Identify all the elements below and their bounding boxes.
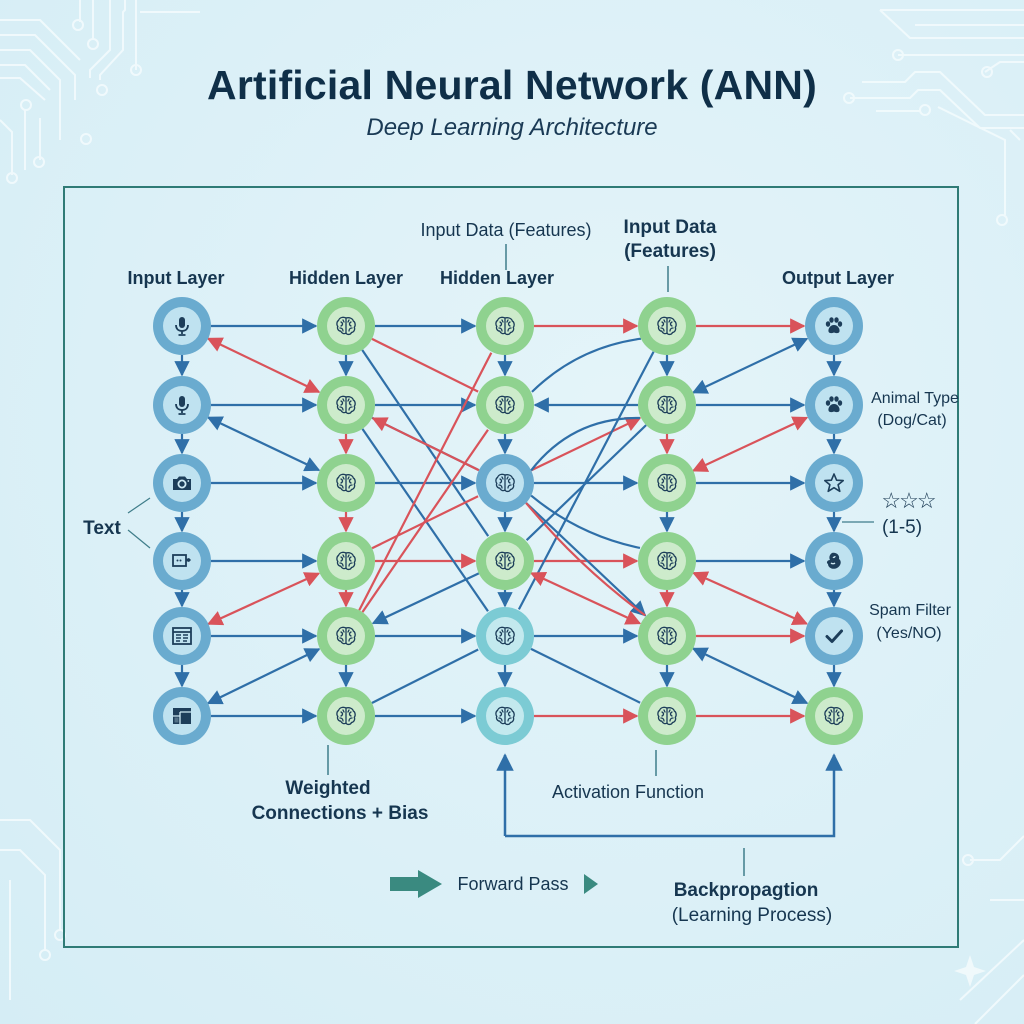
node-inner-disc: [815, 617, 853, 655]
neuron-node-l0-n5[interactable]: [153, 687, 211, 745]
weighted-label-line2: Connections + Bias: [251, 803, 429, 824]
forward-pass-legend: [390, 870, 598, 898]
neuron-node-l1-n4[interactable]: [317, 607, 375, 665]
neuron-node-l0-n1[interactable]: [153, 376, 211, 434]
diagram-frame: [63, 186, 959, 948]
neuron-node-l3-n0[interactable]: [638, 297, 696, 355]
layer-label-hidden-2: Hidden Layer: [439, 268, 555, 288]
spam-filter-label: Spam Filter: [869, 602, 951, 619]
neuron-node-l2-n5[interactable]: [476, 687, 534, 745]
neuron-node-l2-n1[interactable]: [476, 376, 534, 434]
neuron-node-l4-n3[interactable]: [805, 532, 863, 590]
play-triangle-icon: [584, 874, 598, 894]
neuron-node-l4-n5[interactable]: [805, 687, 863, 745]
backward-connection: [206, 572, 321, 626]
forward-connection: [206, 648, 321, 705]
forward-connection: [525, 424, 647, 541]
forward-connection: [691, 647, 809, 705]
page-subtitle: Deep Learning Architecture: [366, 114, 658, 141]
neuron-node-l2-n0[interactable]: [476, 297, 534, 355]
layer-label-hidden-1: Hidden Layer: [288, 268, 404, 288]
text-label: Text: [83, 518, 121, 539]
animal-type-sub-label: (Dog/Cat): [877, 412, 947, 429]
neuron-node-l4-n1[interactable]: [805, 376, 863, 434]
neuron-node-l1-n0[interactable]: [317, 297, 375, 355]
animal-type-label: Animal Type: [871, 390, 959, 407]
backprop-label-line2: (Learning Process): [671, 905, 833, 926]
forward-connection: [206, 416, 321, 472]
node-inner-disc: [815, 464, 853, 502]
weighted-label-line1: Weighted: [285, 778, 371, 799]
neuron-node-l1-n2[interactable]: [317, 454, 375, 512]
features-label: Input Data (Features): [420, 220, 592, 240]
backprop-label-line1: Backpropagtion: [673, 880, 819, 901]
forward-pass-label: Forward Pass: [457, 874, 569, 894]
backward-connection: [358, 352, 493, 611]
node-inner-disc: [163, 542, 201, 580]
forward-arrow-icon: [390, 870, 442, 898]
forward-connection: [530, 416, 640, 472]
sparkle-icon: [954, 955, 986, 987]
neuron-node-l0-n4[interactable]: [153, 607, 211, 665]
page-title: Artificial Neural Network (ANN): [207, 62, 817, 108]
forward-connection: [691, 337, 809, 394]
window-icon: [172, 707, 192, 725]
backward-connection: [691, 416, 809, 472]
forward-connection: [371, 648, 479, 704]
layer-label-hidden-3: Input Data (Features): [623, 217, 717, 262]
neuron-node-l2-n2[interactable]: [476, 454, 534, 512]
backward-connection: [206, 337, 321, 393]
neuron-node-l4-n4[interactable]: [805, 607, 863, 665]
backprop-loop-right: [505, 753, 843, 838]
rating-range-label: (1-5): [881, 517, 923, 538]
neuron-node-l2-n3[interactable]: [476, 532, 534, 590]
annotation-lines: [127, 244, 874, 876]
neuron-node-l3-n5[interactable]: [638, 687, 696, 745]
neuron-node-l4-n0[interactable]: [805, 297, 863, 355]
neuron-node-l1-n1[interactable]: [317, 376, 375, 434]
neuron-node-l3-n2[interactable]: [638, 454, 696, 512]
neuron-node-l3-n4[interactable]: [638, 607, 696, 665]
backward-connection: [530, 417, 642, 472]
backward-connection: [371, 417, 480, 472]
forward-connection: [517, 351, 655, 610]
backward-connection: [692, 571, 809, 626]
neuron-node-l0-n0[interactable]: [153, 297, 211, 355]
text-leader-line-bottom: [127, 529, 151, 549]
layer-label-input: Input Layer: [127, 268, 225, 288]
backward-connection: [529, 572, 642, 625]
nodes-layer: [153, 297, 863, 745]
layer-label-output: Output Layer: [781, 268, 894, 288]
activation-function-label: Activation Function: [551, 782, 705, 802]
neuron-node-l4-n2[interactable]: [805, 454, 863, 512]
spam-filter-sub-label: (Yes/NO): [876, 625, 942, 642]
forward-connection: [371, 572, 480, 625]
backward-connection: [371, 337, 479, 393]
text-leader-line-top: [127, 497, 151, 514]
connections-layer: [174, 318, 842, 724]
neuron-node-l0-n3[interactable]: [153, 532, 211, 590]
neuron-node-l1-n3[interactable]: [317, 532, 375, 590]
forward-connection: [530, 494, 641, 550]
rating-stars: ☆☆☆: [881, 488, 936, 513]
neuron-node-l1-n5[interactable]: [317, 687, 375, 745]
neuron-node-l3-n1[interactable]: [638, 376, 696, 434]
forward-connection: [530, 647, 641, 704]
neuron-node-l2-n4[interactable]: [476, 607, 534, 665]
node-inner-disc: [163, 617, 201, 655]
neuron-node-l0-n2[interactable]: [153, 454, 211, 512]
backward-connection: [361, 429, 489, 613]
forward-connection: [531, 337, 642, 393]
neuron-node-l3-n3[interactable]: [638, 532, 696, 590]
